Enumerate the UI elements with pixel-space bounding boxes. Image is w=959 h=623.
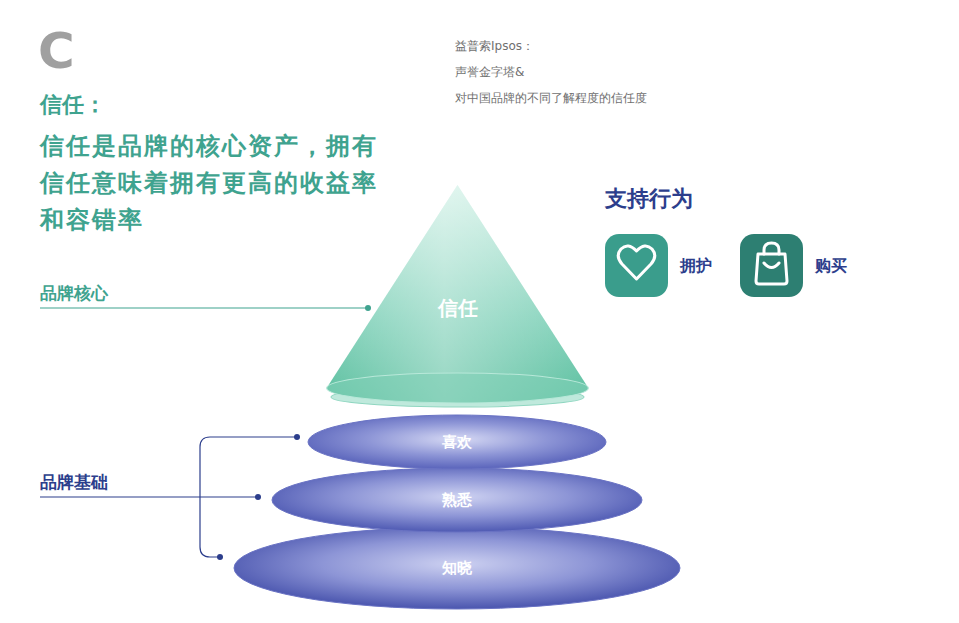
disk-node: 知晓: [233, 526, 681, 610]
behavior-label: 购买: [815, 256, 847, 277]
source-note: 声誉金字塔&: [455, 64, 524, 81]
section-letter: C: [38, 26, 75, 76]
cone-node: 信任: [325, 183, 590, 411]
leader-line: [40, 307, 366, 308]
body-text: 信任是品牌的核心资产，拥有信任意味着拥有更高的收益率和容错率: [40, 128, 380, 239]
disk-ellipse: [272, 468, 642, 532]
source-note: 益普索Ipsos：: [455, 38, 534, 55]
node-text: 熟悉: [442, 491, 472, 510]
disk-ellipse: [308, 415, 606, 469]
cone-base: [327, 373, 589, 403]
node-text: 知晓: [442, 559, 472, 578]
bag-handle: [764, 243, 779, 268]
bracket-dot: [217, 554, 223, 560]
section-heading: 支持行为: [605, 184, 693, 214]
bracket-dot: [294, 434, 300, 440]
behavior-label: 拥护: [680, 256, 712, 277]
layer-label: 品牌核心: [40, 282, 108, 305]
heart-icon: [618, 246, 655, 279]
node-text: 信任: [325, 295, 590, 322]
leader-line: [40, 496, 200, 497]
icon-tile: [740, 234, 803, 297]
disk-node: 熟悉: [271, 467, 643, 533]
disk-node: 喜欢: [307, 414, 607, 470]
node-text: 喜欢: [442, 433, 472, 452]
cone-body: [327, 185, 589, 403]
source-note: 对中国品牌的不同了解程度的信任度: [455, 90, 647, 107]
bracket-dot: [255, 494, 261, 500]
icon-tile: [605, 234, 668, 297]
leader-dot: [365, 305, 371, 311]
heading: 信任：: [40, 90, 106, 120]
disk-ellipse: [234, 527, 680, 609]
layer-label: 品牌基础: [40, 471, 108, 494]
cone-shine: [327, 185, 589, 403]
